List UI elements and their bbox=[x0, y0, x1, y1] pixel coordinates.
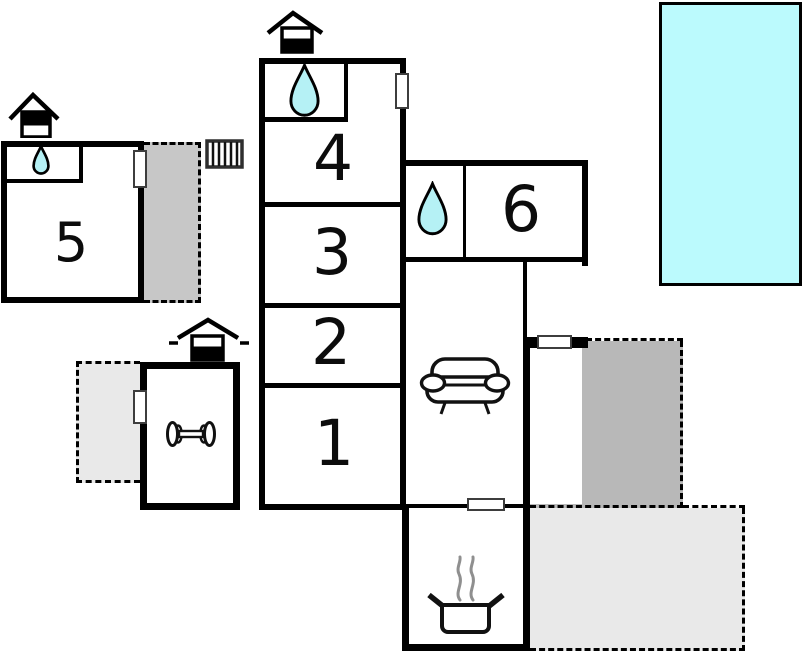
stairs-icon bbox=[205, 139, 244, 169]
door-room5 bbox=[133, 150, 147, 188]
water-drop-icon-main bbox=[289, 63, 320, 117]
water-drop-icon-room5 bbox=[32, 145, 50, 175]
wall-room4-room3 bbox=[265, 202, 400, 207]
wall-kitchen-left bbox=[402, 504, 409, 651]
terrace-gym bbox=[76, 361, 140, 483]
wall-main-bath-bottom bbox=[265, 117, 348, 122]
wall-kitchen-right bbox=[523, 342, 530, 651]
wall-terrace-door-left bbox=[523, 337, 538, 348]
room-label-4: 4 bbox=[312, 121, 354, 195]
wall-kitchen-bottom bbox=[402, 644, 530, 651]
door-kitchen bbox=[467, 498, 505, 511]
wall-room6-bottom bbox=[400, 257, 588, 262]
door-terrace bbox=[537, 335, 572, 349]
building-gym bbox=[140, 362, 240, 510]
sofa-icon bbox=[419, 357, 511, 415]
wall-living-right-thin bbox=[523, 262, 527, 342]
wall-annex-top bbox=[400, 160, 588, 166]
cooking-pot-icon bbox=[427, 555, 505, 634]
terrace-light-top-edge bbox=[683, 505, 745, 508]
wall-terrace-door-right bbox=[570, 337, 588, 348]
swimming-pool bbox=[659, 2, 802, 286]
terrace-room5 bbox=[144, 142, 201, 303]
wall-kitchen-top-left bbox=[406, 504, 471, 508]
water-drop-icon-room6 bbox=[417, 181, 448, 236]
terrace-light-bottom bbox=[530, 508, 745, 651]
wall-main-bath-right bbox=[344, 64, 348, 122]
entrance-icon-main bbox=[266, 10, 324, 54]
room-label-1: 1 bbox=[313, 406, 355, 480]
wall-room3-room2 bbox=[265, 303, 400, 308]
wall-room5-bath-bottom bbox=[7, 179, 83, 183]
steam-wisp bbox=[469, 555, 475, 602]
entrance-icon-gym bbox=[169, 317, 249, 362]
room-label-5: 5 bbox=[53, 210, 89, 274]
wall-bath6-room6-divider bbox=[463, 166, 466, 259]
dumbbell-icon bbox=[166, 421, 216, 447]
wall-room5-bath-right bbox=[79, 147, 83, 183]
entrance-icon-room5 bbox=[8, 91, 60, 138]
wall-annex-right bbox=[582, 160, 588, 266]
steam-wisp bbox=[456, 555, 462, 602]
room-label-6: 6 bbox=[500, 172, 542, 246]
door-gym bbox=[133, 390, 147, 424]
building-main bbox=[259, 58, 406, 510]
room-label-2: 2 bbox=[310, 305, 352, 379]
terrace-dark-top-edge bbox=[586, 338, 683, 341]
building-room5 bbox=[1, 141, 144, 303]
door-main-building bbox=[395, 73, 409, 109]
wall-kitchen-top-right bbox=[502, 504, 523, 508]
room-label-3: 3 bbox=[311, 215, 353, 289]
wall-room2-room1 bbox=[265, 383, 400, 388]
